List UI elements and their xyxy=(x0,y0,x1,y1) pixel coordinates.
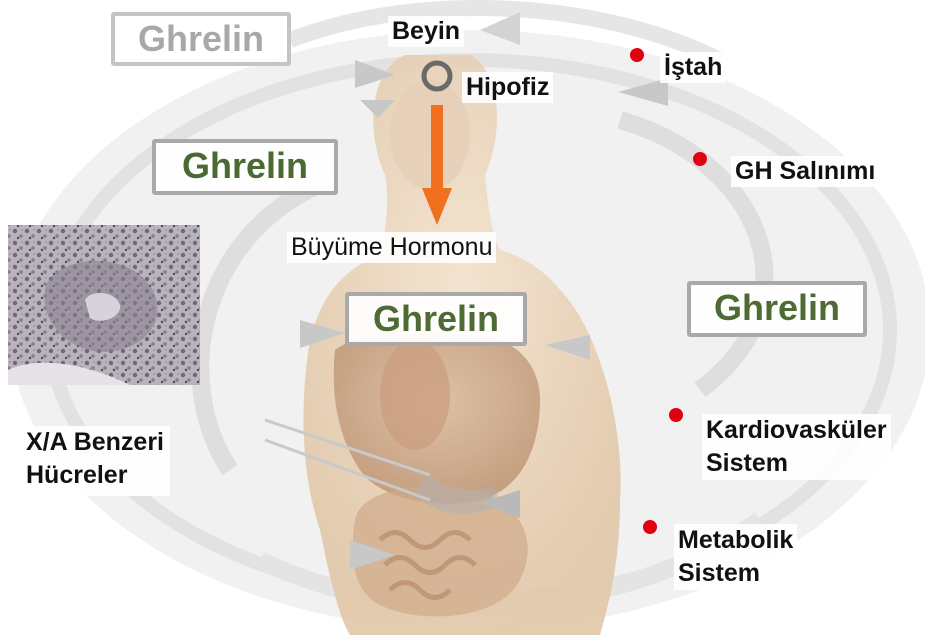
effect-metabolic-line2: Sistem xyxy=(678,557,793,590)
effect-cardiovascular-line2: Sistem xyxy=(706,447,887,480)
effect-dot-metabolic xyxy=(643,520,657,534)
ghrelin-box-top: Ghrelin xyxy=(111,12,291,66)
ghrelin-box-center: Ghrelin xyxy=(345,292,527,346)
ghrelin-box-left: Ghrelin xyxy=(152,139,338,195)
brain-label: Beyin xyxy=(388,16,464,47)
effect-cardiovascular-line1: Kardiovasküler xyxy=(706,414,887,447)
stomach-shape xyxy=(380,340,450,450)
growth-hormone-arrow-shaft xyxy=(431,105,443,190)
brain-shape xyxy=(390,80,470,190)
effect-label-gh-release: GH Salınımı xyxy=(731,156,879,187)
ghrelin-box-right: Ghrelin xyxy=(687,281,867,337)
pituitary-label: Hipofiz xyxy=(462,72,553,103)
effect-label-appetite: İştah xyxy=(660,52,726,83)
effect-dot-appetite xyxy=(630,48,644,62)
effect-dot-gh-release xyxy=(693,152,707,166)
effect-dot-cardiovascular xyxy=(669,408,683,422)
cells-label-line1: X/A Benzeri xyxy=(26,426,164,459)
cells-label-line2: Hücreler xyxy=(26,459,164,492)
effect-label-cardiovascular: Kardiovasküler Sistem xyxy=(702,414,891,480)
effect-metabolic-line1: Metabolik xyxy=(678,524,793,557)
effect-label-metabolic: Metabolik Sistem xyxy=(674,524,797,590)
cells-label: X/A Benzeri Hücreler xyxy=(22,426,170,496)
growth-hormone-label: Büyüme Hormonu xyxy=(287,232,496,263)
